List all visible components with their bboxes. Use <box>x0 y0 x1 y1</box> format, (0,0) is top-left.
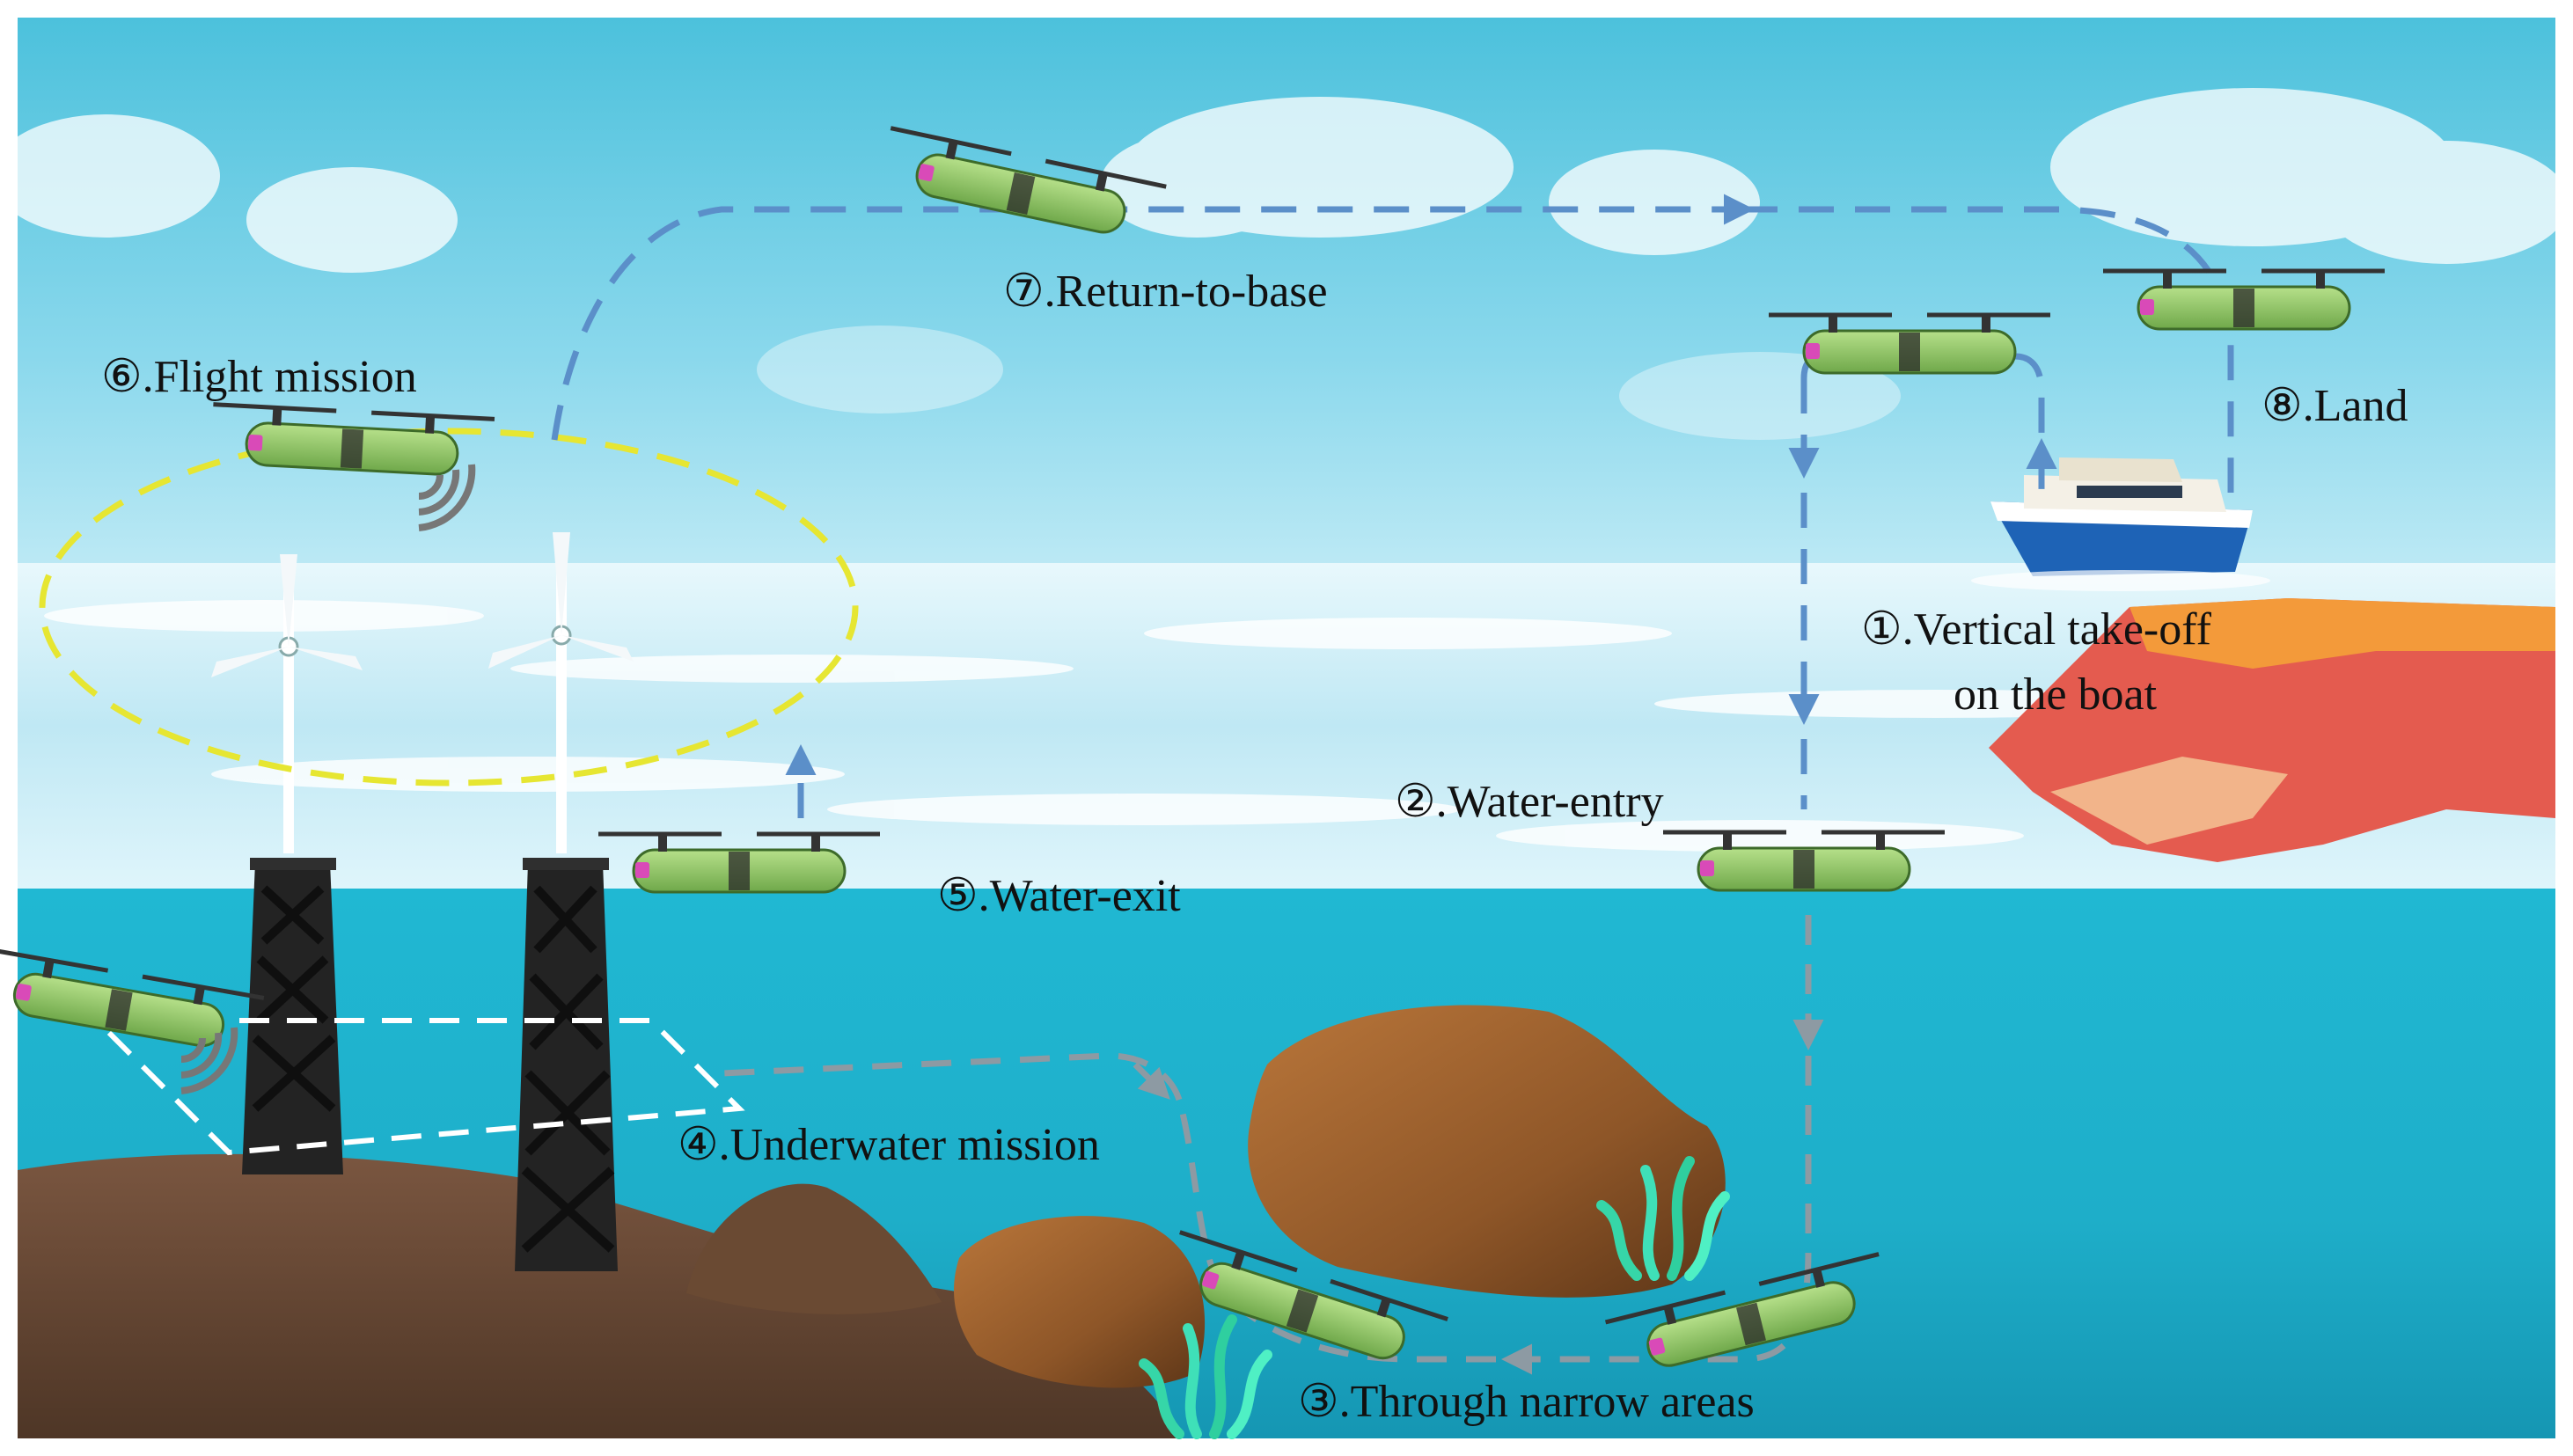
wind-turbine-left <box>211 554 363 853</box>
scene-frame <box>0 18 2569 1438</box>
rock-left <box>954 1216 1206 1388</box>
label-flight-mission: ⑥.Flight mission <box>101 352 417 402</box>
label-return-to-base: ⑦.Return-to-base <box>1003 267 1328 317</box>
label-water-exit: ⑤.Water-exit <box>937 871 1181 921</box>
small-rock <box>686 1183 942 1314</box>
boat-icon <box>1971 457 2270 591</box>
tower-right <box>515 858 618 1271</box>
label-underwater-mission: ④.Underwater mission <box>678 1120 1100 1170</box>
tower-left <box>242 858 343 1174</box>
seabed <box>18 1153 1179 1438</box>
label-land: ⑧.Land <box>2261 381 2408 431</box>
underwater-survey-area <box>90 1018 745 1156</box>
label-vertical-takeoff-line1: ①.Vertical take-off <box>1861 604 2212 655</box>
label-through-narrow-areas: ③.Through narrow areas <box>1298 1377 1755 1427</box>
underwater-path <box>721 915 1824 1375</box>
rock-large <box>1248 1005 1726 1298</box>
flight-mission-area <box>39 428 859 787</box>
label-water-entry: ②.Water-entry <box>1395 777 1664 827</box>
wind-turbine-right <box>488 532 634 853</box>
label-vertical-takeoff-line2: on the boat <box>1954 669 2158 720</box>
clouds <box>0 88 2569 440</box>
